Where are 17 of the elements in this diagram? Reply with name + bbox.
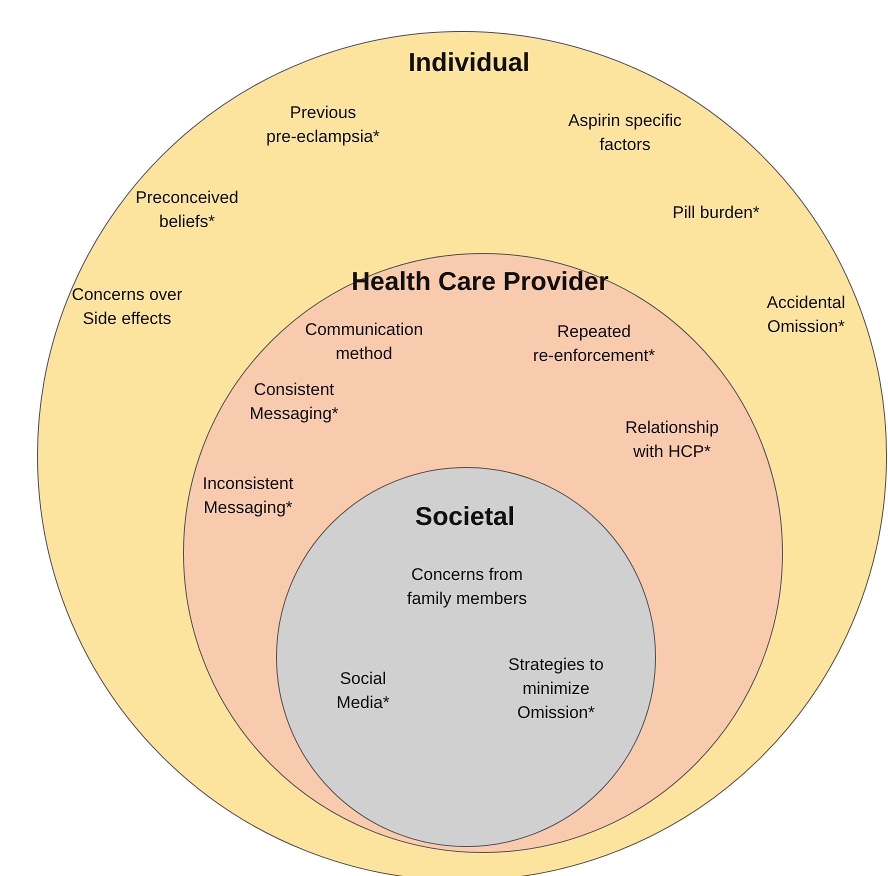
factor-label: Relationship with HCP* xyxy=(624,417,720,463)
circle-heading: Societal xyxy=(415,501,515,532)
factor-label: Concerns over Side effects xyxy=(70,284,184,330)
factor-label: Aspirin specific factors xyxy=(567,110,683,156)
factor-label: Strategies to minimize Omission* xyxy=(508,654,604,724)
factor-label: Social Media* xyxy=(336,668,390,714)
factor-label: Pill burden* xyxy=(672,202,760,224)
factor-label: Inconsistent Messaging* xyxy=(202,473,294,519)
factor-label: Consistent Messaging* xyxy=(248,379,340,425)
factor-label: Repeated re-enforcement* xyxy=(532,321,656,367)
factor-label: Accidental Omission* xyxy=(766,292,846,338)
circle-heading: Individual xyxy=(408,47,530,78)
factor-label: Preconceived beliefs* xyxy=(134,187,240,233)
circle-heading: Health Care Provider xyxy=(351,266,609,298)
factor-label: Communication method xyxy=(304,319,424,365)
factor-label: Concerns from family members xyxy=(406,564,528,610)
factor-label: Previous pre-eclampsia* xyxy=(265,102,381,148)
